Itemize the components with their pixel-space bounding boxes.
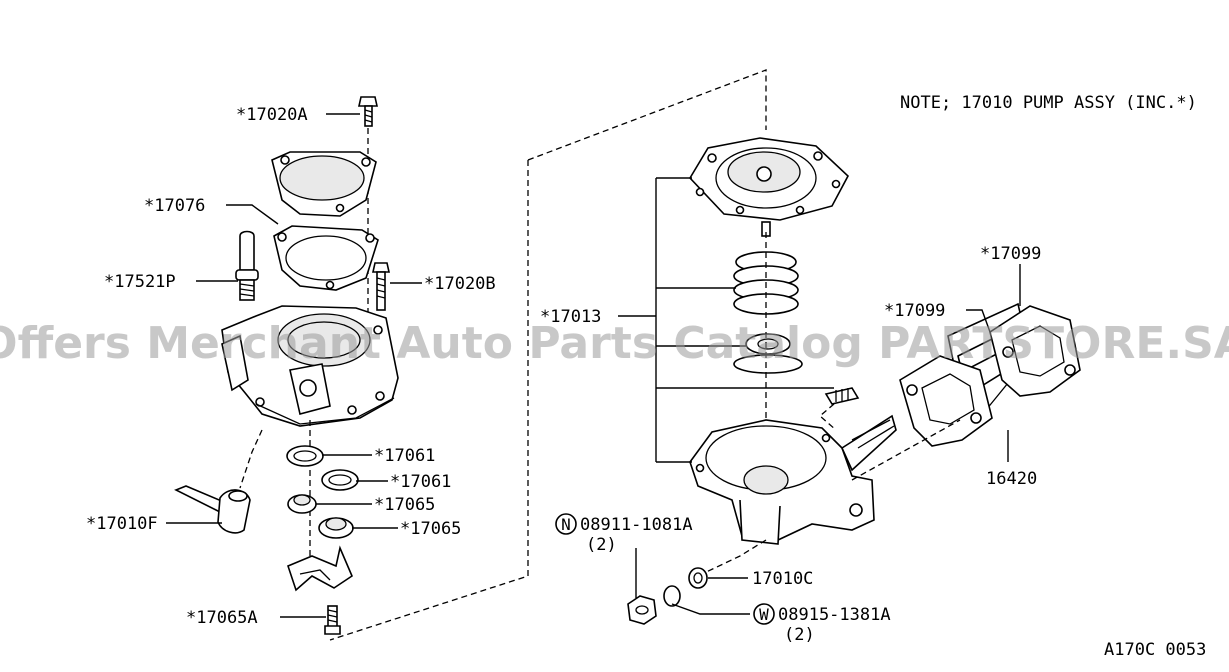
valve-17065-b <box>318 517 354 539</box>
oring-17061-a <box>286 445 324 467</box>
label-17065-b: *17065 <box>400 519 461 539</box>
diaphragm-assembly <box>689 137 849 221</box>
label-16420: 16420 <box>986 469 1037 489</box>
label-17020b: *17020B <box>424 274 496 294</box>
label-washer-part: 08915-1381A <box>778 605 891 625</box>
washer-17010c-b-hole <box>693 572 703 584</box>
label-17099-a: *17099 <box>980 244 1041 264</box>
leader-lines <box>166 113 1021 618</box>
oring-17061-a-inner <box>293 450 317 462</box>
washer-17010c-b <box>688 567 708 589</box>
label-17099-b: *17099 <box>884 301 945 321</box>
screw-17065a <box>324 605 341 635</box>
gasket-17076 <box>273 225 379 291</box>
nut <box>627 595 657 625</box>
label-17061-b: *17061 <box>390 472 451 492</box>
upper-cover <box>271 151 377 217</box>
pump-body-right <box>689 414 897 545</box>
label-17061-a: *17061 <box>374 446 435 466</box>
pipe-17521p <box>235 230 259 301</box>
washer-symbol: W <box>759 605 769 624</box>
nut-axis-line <box>699 539 767 576</box>
watermark: Offers Merchant Auto Parts Catalog PARTS… <box>0 318 1229 369</box>
label-nut-qty: (2) <box>586 535 617 555</box>
nut-symbol-circle <box>555 513 577 535</box>
oring-17061-b <box>321 469 359 491</box>
screw-17020a <box>358 96 378 127</box>
label-17065a: *17065A <box>186 608 258 628</box>
label-17521p: *17521P <box>104 272 176 292</box>
drawing-code: A170C 0053 <box>1104 640 1206 660</box>
screw-17020b <box>372 262 390 311</box>
label-17076: *17076 <box>144 196 205 216</box>
washer-plate <box>733 354 803 374</box>
label-washer-qty: (2) <box>784 625 815 645</box>
nut-symbol: N <box>561 515 571 534</box>
label-17065-a: *17065 <box>374 495 435 515</box>
gasket-17099-rear <box>989 305 1081 397</box>
valve-17065-a <box>287 494 317 514</box>
mount-dash <box>851 419 961 481</box>
label-nut-part: 08911-1081A <box>580 515 693 535</box>
note-text: NOTE; 17010 PUMP ASSY (INC.*) <box>900 93 1197 113</box>
label-17013: *17013 <box>540 307 601 327</box>
gasket-17099-front <box>899 355 993 447</box>
fitting-17010f <box>174 485 251 534</box>
fitting-axis-line <box>239 429 263 489</box>
label-17010c: 17010C <box>752 569 813 589</box>
oring-17061-b-inner <box>328 474 352 486</box>
rocker-pin <box>824 387 860 405</box>
boundary-upper <box>527 69 767 161</box>
washer-symbol-circle <box>753 603 775 625</box>
pump-body-left <box>221 305 399 427</box>
label-17020a: *17020A <box>236 105 308 125</box>
boundary-lower <box>329 160 529 641</box>
label-17010f: *17010F <box>86 514 158 534</box>
seal-center <box>757 338 779 350</box>
washer-17010c-a <box>663 585 681 607</box>
retainer-plate <box>287 545 353 592</box>
pin-dash <box>819 403 837 431</box>
